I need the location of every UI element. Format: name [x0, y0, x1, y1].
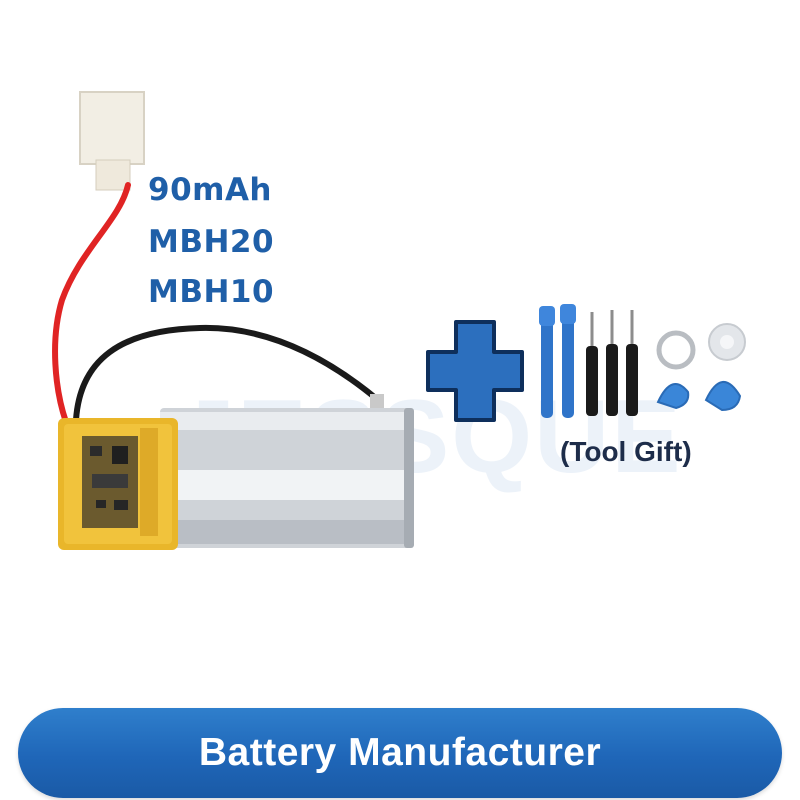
model-label-mbh10: MBH10: [148, 274, 275, 310]
banner-text: Battery Manufacturer: [198, 731, 602, 774]
capacity-label: 90mAh: [148, 172, 273, 208]
brand-banner: Battery Manufacturer: [18, 708, 782, 798]
model-label-mbh20: MBH20: [148, 224, 275, 260]
tool-gift-label: (Tool Gift): [560, 436, 692, 467]
